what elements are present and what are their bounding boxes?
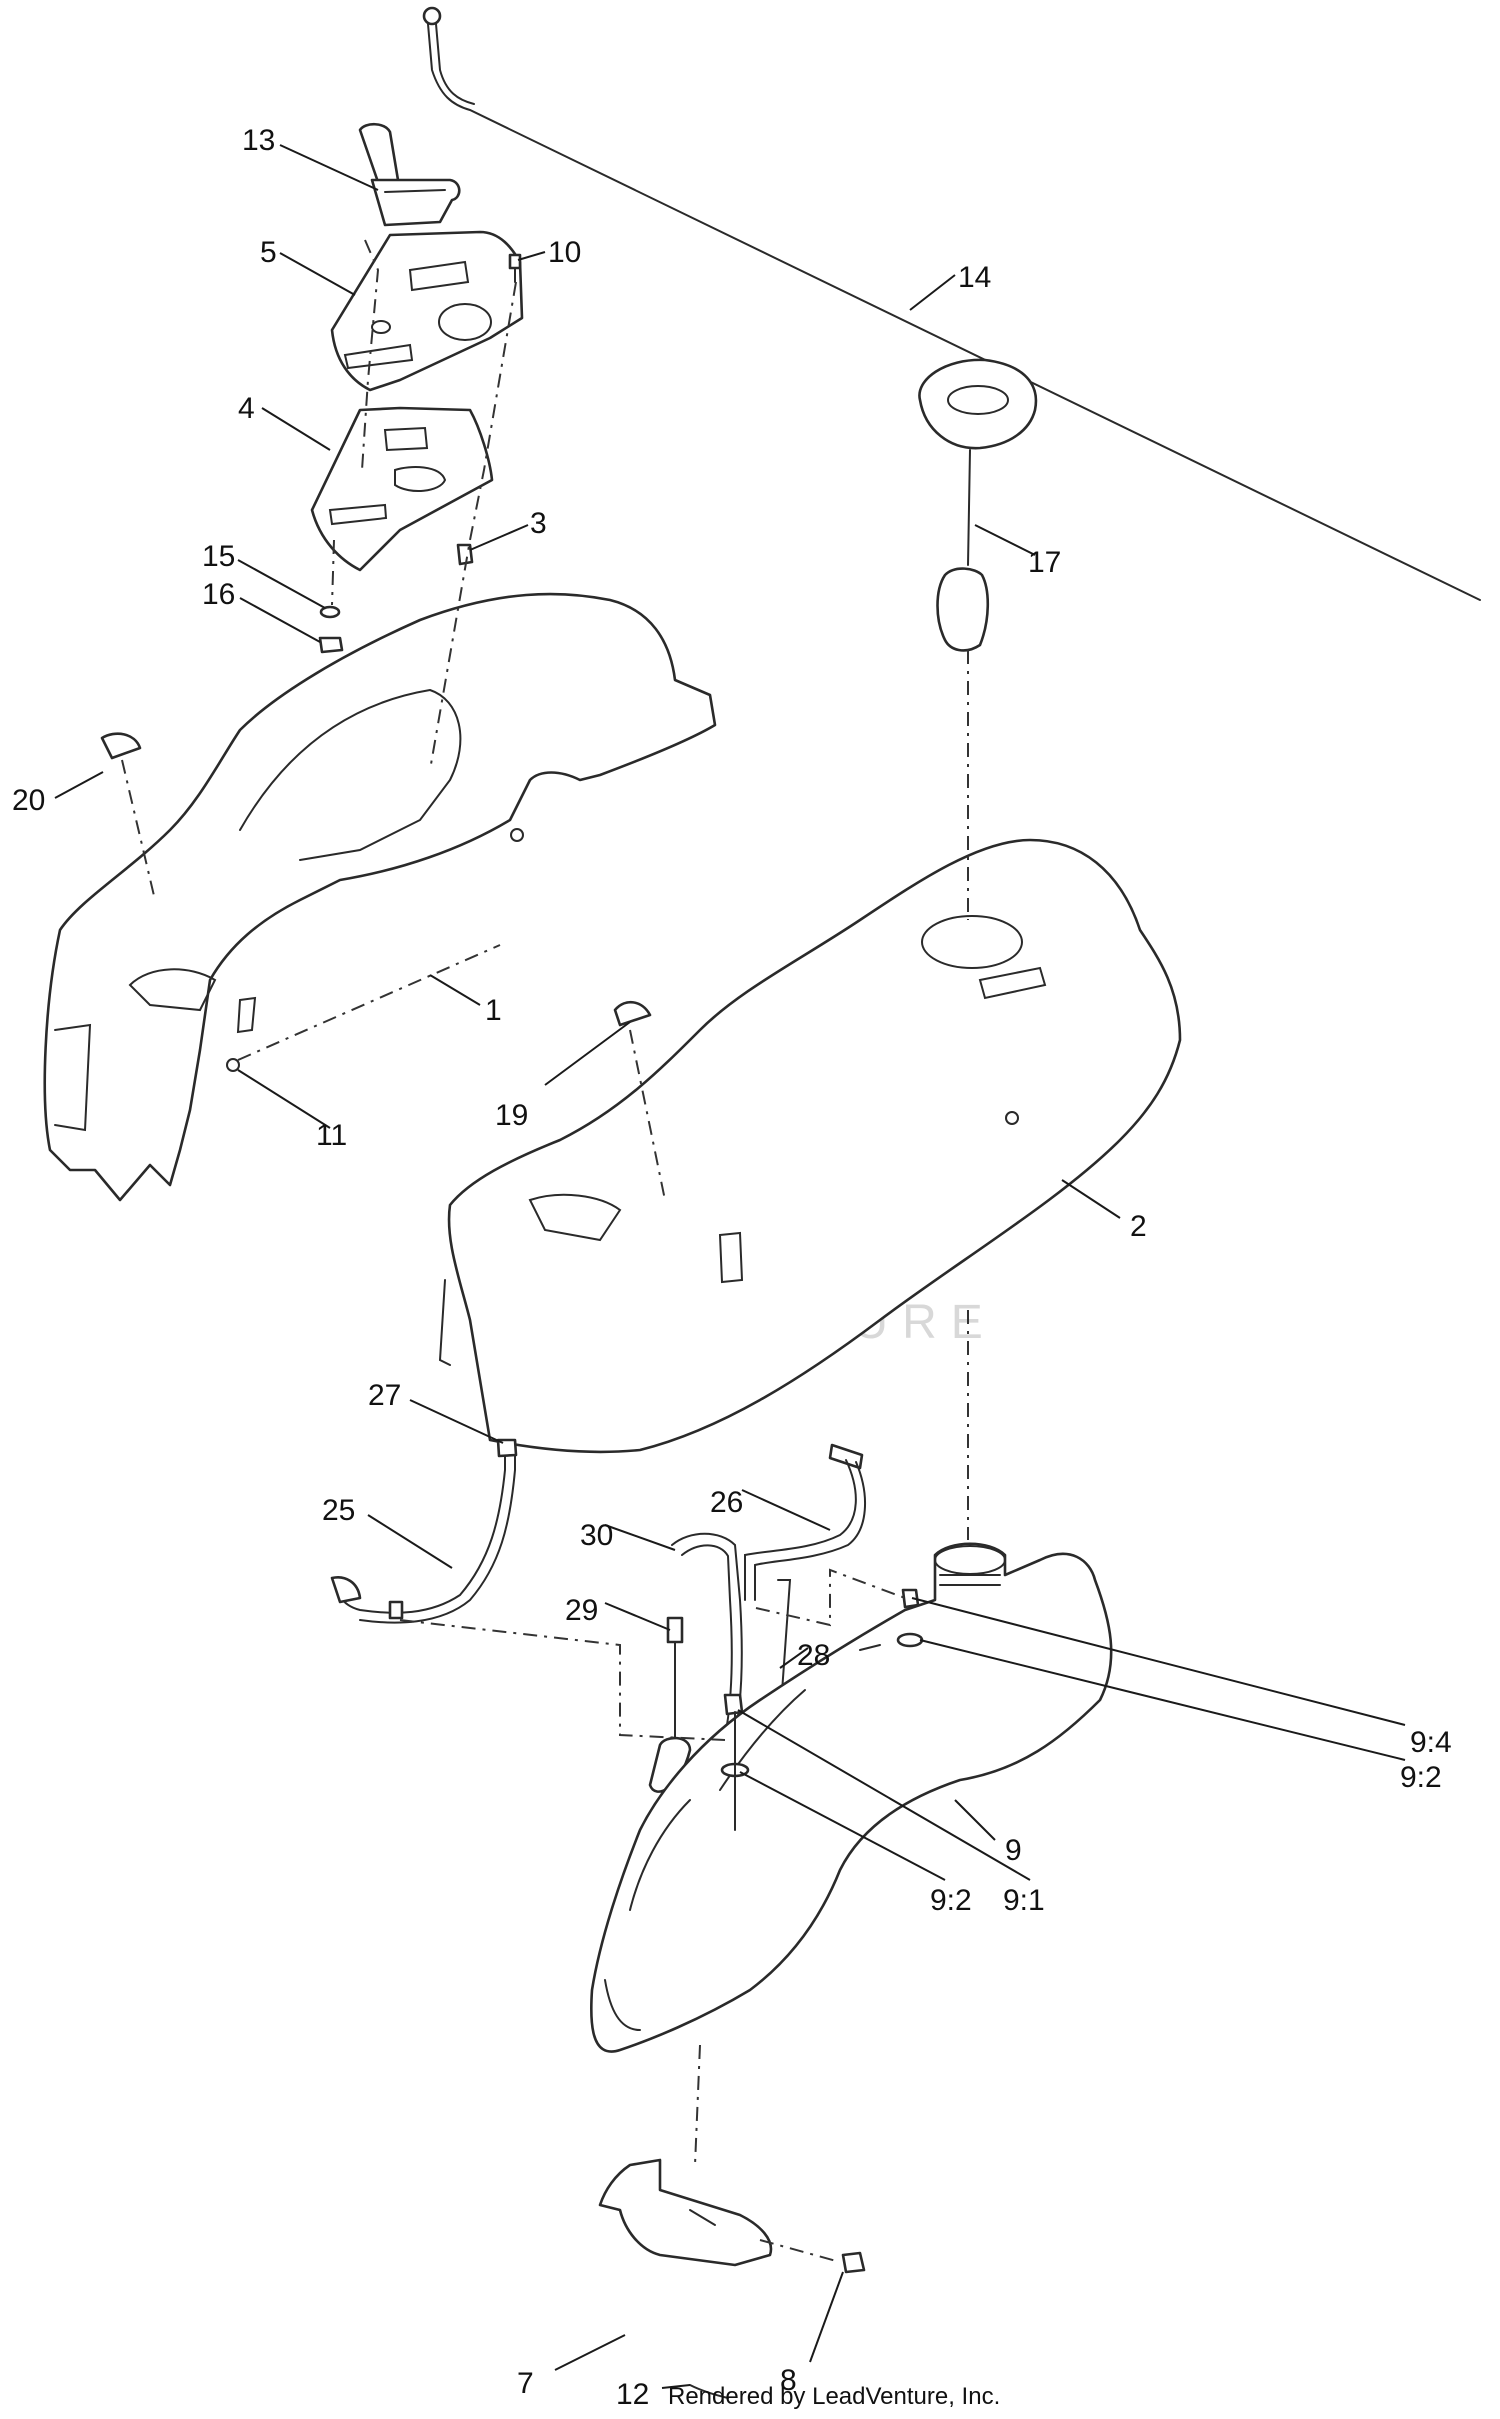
callout-28[interactable]: 28 <box>797 1639 830 1672</box>
callout-9-4[interactable]: 9:4 <box>1410 1726 1452 1759</box>
footer-credit: Rendered by LeadVenture, Inc. <box>668 2383 1000 2410</box>
part-9-2a-grommet[interactable] <box>896 1632 924 1648</box>
part-29-fitting[interactable] <box>648 1616 692 1793</box>
callout-17[interactable]: 17 <box>1028 546 1061 579</box>
callout-12[interactable]: 12 <box>616 2378 649 2411</box>
part-25-hose[interactable] <box>330 1444 516 1624</box>
callout-9[interactable]: 9 <box>1005 1834 1022 1867</box>
part-10-screw[interactable] <box>508 253 522 283</box>
part-9-4-fitting[interactable] <box>901 1588 920 1609</box>
part-5-console-plate[interactable] <box>330 230 524 392</box>
leader-lines <box>54 144 1406 2389</box>
callout-14[interactable]: 14 <box>958 261 991 294</box>
part-20-cap[interactable] <box>100 732 142 760</box>
part-7-bracket[interactable] <box>598 2158 773 2267</box>
callout-8[interactable]: 8 <box>780 2364 797 2397</box>
callout-4[interactable]: 4 <box>238 392 255 425</box>
alignment-lines <box>121 239 969 2263</box>
part-12-clip[interactable] <box>689 2384 729 2399</box>
part-2-fender[interactable] <box>438 838 1182 1454</box>
part-16-nut[interactable] <box>318 636 344 654</box>
callout-5[interactable]: 5 <box>260 236 277 269</box>
part-15-washer[interactable] <box>319 605 341 619</box>
part-19-plug[interactable] <box>613 1001 652 1027</box>
callout-10[interactable]: 10 <box>548 236 581 269</box>
callout-26[interactable]: 26 <box>710 1486 743 1519</box>
part-13-shift-lever[interactable] <box>358 122 461 227</box>
callout-labels: 13 5 10 14 4 3 17 15 16 20 1 19 11 2 27 … <box>12 124 1452 2411</box>
part-4-console-plate[interactable] <box>310 406 494 572</box>
callout-9-2a[interactable]: 9:2 <box>1400 1761 1442 1794</box>
callout-25[interactable]: 25 <box>322 1494 355 1527</box>
callout-7[interactable]: 7 <box>517 2367 534 2400</box>
callout-27[interactable]: 27 <box>368 1379 401 1412</box>
callout-15[interactable]: 15 <box>202 540 235 573</box>
part-3-clip[interactable] <box>456 543 474 566</box>
callout-3[interactable]: 3 <box>530 507 547 540</box>
callout-9-2b[interactable]: 9:2 <box>930 1884 972 1917</box>
callout-19[interactable]: 19 <box>495 1099 528 1132</box>
callout-13[interactable]: 13 <box>242 124 275 157</box>
part-17-fuel-cap[interactable] <box>918 358 1038 652</box>
callout-9-1[interactable]: 9:1 <box>1003 1884 1045 1917</box>
part-8-bolt[interactable] <box>841 2251 866 2274</box>
part-14-rod[interactable] <box>422 6 1481 601</box>
callout-1[interactable]: 1 <box>485 994 502 1027</box>
callout-20[interactable]: 20 <box>12 784 45 817</box>
part-26-hose[interactable] <box>744 1443 866 1601</box>
callout-29[interactable]: 29 <box>565 1594 598 1627</box>
callout-16[interactable]: 16 <box>202 578 235 611</box>
callout-30[interactable]: 30 <box>580 1519 613 1552</box>
part-27-clamp[interactable] <box>496 1438 518 1458</box>
callout-2[interactable]: 2 <box>1130 1210 1147 1243</box>
callout-11[interactable]: 11 <box>316 1119 347 1152</box>
part-1-hood[interactable] <box>43 592 717 1202</box>
part-9-fuel-tank[interactable] <box>589 1542 1113 2053</box>
